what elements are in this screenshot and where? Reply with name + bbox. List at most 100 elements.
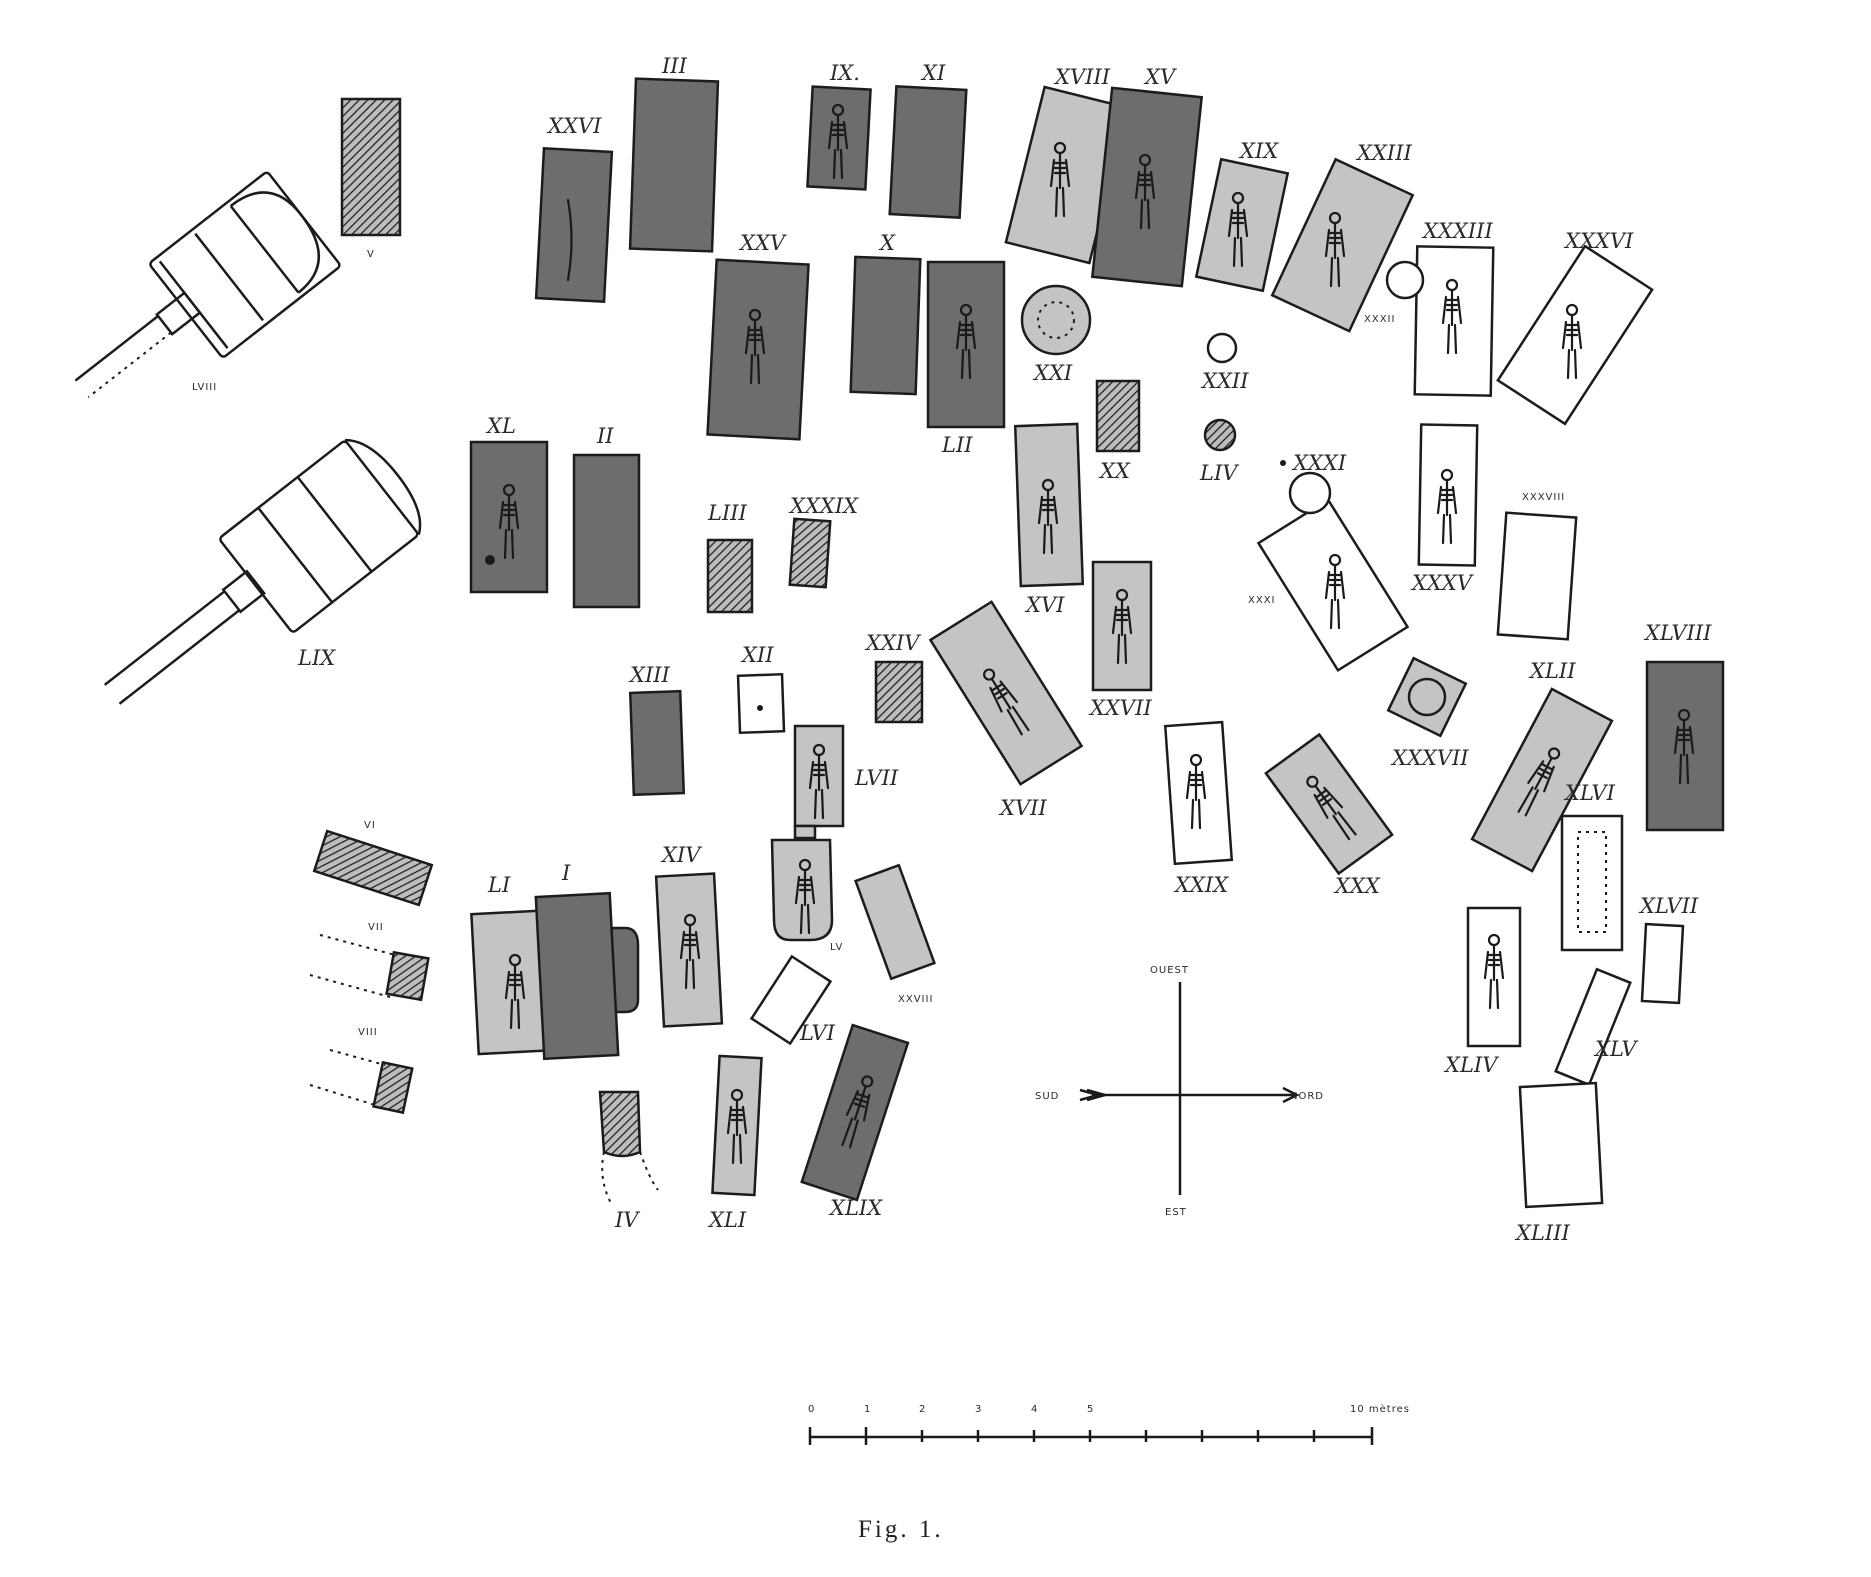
label-xxv: XXV bbox=[738, 231, 787, 255]
label-lviii: LVIII bbox=[192, 382, 217, 393]
tomb-lii: LII bbox=[926, 260, 1006, 457]
tomb-xxviii: XXVIII bbox=[853, 863, 937, 1005]
tomb-lvi: LVI bbox=[749, 954, 836, 1046]
label-xxxvii: XXXVII bbox=[1390, 746, 1469, 770]
compass-north-label: NORD bbox=[1290, 1091, 1324, 1102]
label-xxvi: XXVI bbox=[546, 114, 602, 138]
structure-lix: LIX bbox=[103, 438, 422, 705]
label-xiv: XIV bbox=[660, 843, 702, 867]
label-xxiv: XXIV bbox=[864, 631, 921, 655]
label-xvii: XVII bbox=[998, 796, 1047, 820]
tomb-lvii: LVII bbox=[793, 724, 899, 840]
label-xiii: XIII bbox=[628, 663, 671, 687]
label-xlvi: XLVI bbox=[1563, 781, 1616, 805]
label-liii: LIII bbox=[707, 501, 748, 525]
compass-south-label: SUD bbox=[1035, 1091, 1059, 1102]
label-xxxvi: XXXVI bbox=[1563, 229, 1634, 253]
tomb-xxxv: XXXV bbox=[1410, 423, 1479, 595]
tomb-ii: II bbox=[572, 424, 641, 609]
tomb-x: X bbox=[849, 231, 922, 396]
label-xv: XV bbox=[1143, 65, 1177, 89]
tomb-xlviii: XLVIII bbox=[1643, 621, 1725, 832]
tomb-xxvii: XXVII bbox=[1088, 560, 1152, 720]
label-lvii: LVII bbox=[854, 766, 899, 790]
tomb-xxxi: XXXI XXXI bbox=[1248, 451, 1410, 673]
label-xxxiii: XXXIII bbox=[1421, 219, 1493, 243]
label-xxxi-b: XXXI bbox=[1248, 595, 1276, 606]
tomb-xlvi: XLVI bbox=[1560, 781, 1624, 952]
label-xxxv: XXXV bbox=[1410, 571, 1474, 595]
scale-tick-3: 3 bbox=[975, 1404, 982, 1415]
tomb-xxxviii: XXXVIII bbox=[1496, 492, 1578, 641]
tomb-lv: LV bbox=[770, 838, 843, 953]
tomb-liii: LIII bbox=[706, 501, 754, 614]
tomb-xii: XII bbox=[736, 643, 786, 735]
tomb-xvii: XVII bbox=[928, 600, 1084, 820]
label-ix: IX. bbox=[829, 61, 860, 85]
label-xxxviii: XXXVIII bbox=[1522, 492, 1565, 503]
label-xxxii: XXXII bbox=[1364, 314, 1395, 325]
label-xlviii: XLVIII bbox=[1643, 621, 1712, 645]
tomb-xxxix: XXXIX bbox=[788, 494, 859, 589]
label-xi: XI bbox=[920, 61, 946, 85]
tomb-xxxvi: XXXVI bbox=[1496, 229, 1654, 426]
label-xxix: XXIX bbox=[1173, 873, 1229, 897]
tomb-iv: IV bbox=[598, 1090, 659, 1232]
label-li: LI bbox=[487, 873, 511, 897]
tomb-iii: III bbox=[628, 54, 720, 253]
label-xxviii: XXVIII bbox=[898, 994, 933, 1005]
label-i: I bbox=[561, 861, 571, 885]
tomb-xix: XIX bbox=[1194, 139, 1290, 293]
tomb-ix: IX. bbox=[806, 61, 872, 191]
scale-tick-0: 0 bbox=[808, 1404, 815, 1415]
scale-tick-1: 1 bbox=[864, 1404, 871, 1415]
tomb-xlix: XLIX bbox=[800, 1023, 910, 1220]
label-xliii: XLIII bbox=[1514, 1221, 1570, 1245]
tomb-xlv: XLV bbox=[1554, 967, 1638, 1087]
tomb-xxvi: XXVI bbox=[534, 114, 614, 303]
label-xix: XIX bbox=[1238, 139, 1279, 163]
tomb-liv: LIV bbox=[1199, 418, 1239, 485]
tomb-xxiii: XXIII bbox=[1270, 141, 1415, 333]
label-xx: XX bbox=[1098, 459, 1131, 483]
tomb-xiii: XIII bbox=[628, 663, 686, 797]
scale-tick-2: 2 bbox=[919, 1404, 926, 1415]
compass-east-label: EST bbox=[1165, 1207, 1187, 1218]
tomb-xxxvii: XXXVII bbox=[1386, 656, 1469, 770]
scale-tick-5: 5 bbox=[1087, 1404, 1094, 1415]
compass-west-label: OUEST bbox=[1150, 965, 1189, 976]
tomb-xlvii: XLVII bbox=[1638, 894, 1699, 1005]
figure-caption: Fig. 1. bbox=[858, 1516, 944, 1543]
label-lvi: LVI bbox=[799, 1021, 836, 1045]
label-xvi: XVI bbox=[1024, 593, 1065, 617]
label-xl: XL bbox=[485, 414, 516, 438]
label-lix: LIX bbox=[297, 646, 336, 670]
label-xlix: XLIX bbox=[828, 1196, 883, 1220]
label-liv: LIV bbox=[1199, 461, 1239, 485]
label-iii: III bbox=[661, 54, 688, 78]
structure-lviii: LVIII bbox=[74, 171, 341, 399]
label-xli: XLI bbox=[707, 1208, 747, 1232]
label-v: V bbox=[367, 249, 375, 260]
label-xxii: XXII bbox=[1200, 369, 1249, 393]
tomb-i: I bbox=[534, 861, 640, 1061]
label-xxxix: XXXIX bbox=[788, 494, 859, 518]
tomb-xi: XI bbox=[888, 61, 968, 220]
label-xviii: XVIII bbox=[1053, 65, 1111, 89]
tomb-xl: XL bbox=[469, 414, 549, 594]
label-xxxi: XXXI bbox=[1291, 451, 1347, 475]
label-ii: II bbox=[596, 424, 614, 448]
label-xii: XII bbox=[740, 643, 774, 667]
label-lv: LV bbox=[830, 942, 843, 953]
tomb-xliii: XLIII bbox=[1514, 1081, 1604, 1245]
compass-rose: OUEST EST SUD NORD bbox=[1035, 965, 1324, 1218]
label-viii: VIII bbox=[358, 1027, 378, 1038]
label-xxx: XXX bbox=[1333, 874, 1381, 898]
tomb-xxii: XXII bbox=[1200, 332, 1249, 393]
tomb-xxx: XXX bbox=[1264, 732, 1394, 898]
tomb-xxxiii: XXXIII XXXII bbox=[1364, 219, 1495, 397]
label-xlvii: XLVII bbox=[1638, 894, 1699, 918]
label-xxvii: XXVII bbox=[1088, 696, 1152, 720]
tomb-xxv: XXV bbox=[706, 231, 810, 441]
